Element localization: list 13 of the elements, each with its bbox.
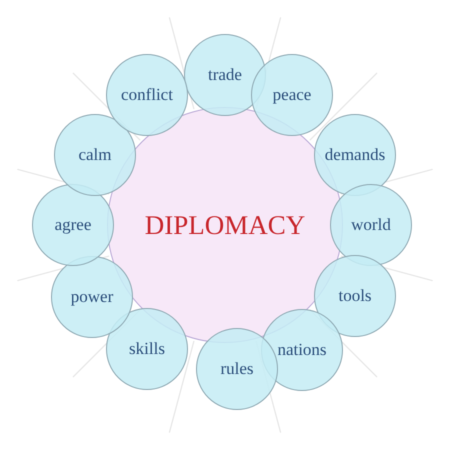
topic-label: trade — [208, 65, 242, 85]
topic-label: power — [70, 287, 114, 307]
topic-label: agree — [54, 215, 92, 235]
topic-label: tools — [338, 286, 372, 306]
center-title: DIPLOMACY — [144, 210, 306, 240]
topic-label: demands — [324, 145, 386, 165]
topic-label: conflict — [121, 85, 173, 105]
topic-label: skills — [129, 339, 165, 359]
topic-label: world — [351, 215, 391, 235]
topic-label: rules — [220, 359, 254, 379]
topic-label: calm — [78, 145, 112, 165]
topic-label: nations — [277, 340, 327, 360]
topic-label: peace — [272, 85, 312, 105]
